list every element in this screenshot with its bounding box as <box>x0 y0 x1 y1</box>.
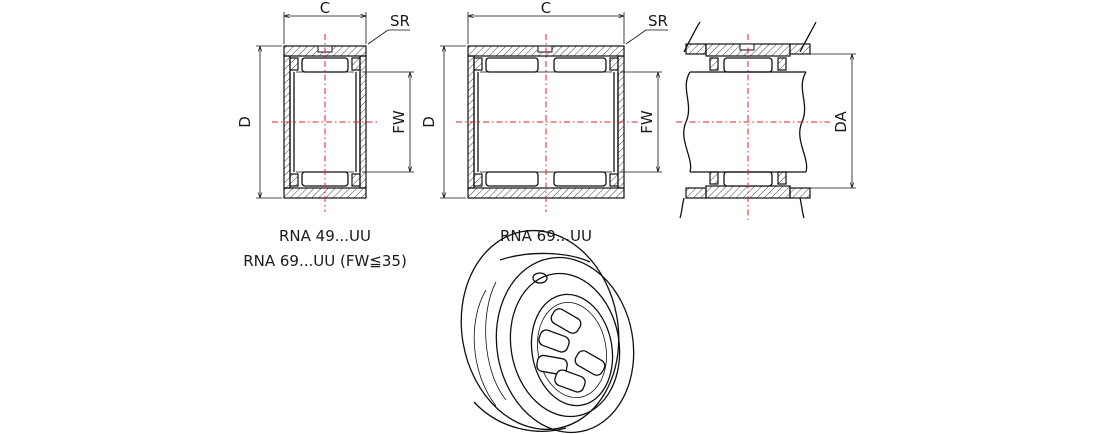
roller-bottom-left <box>485 171 539 187</box>
caption-left-line1: RNA 49...UU <box>279 227 371 245</box>
outer-ring-front <box>495 256 635 434</box>
roller-top-right <box>553 57 607 73</box>
roller-bottom-right <box>553 171 607 187</box>
dim-fw-label-mid: FW <box>638 110 656 134</box>
middle-section-view: C SR D FW <box>420 0 668 212</box>
oil-hole <box>532 272 548 284</box>
roller-set <box>536 308 606 393</box>
dim-d-label: D <box>236 116 254 128</box>
bore <box>530 293 614 407</box>
caption-middle: RNA 69...UU <box>500 227 592 245</box>
outer-ring-inner-edge <box>509 272 621 418</box>
caption-left-line2: RNA 69...UU (FW≦35) <box>243 252 407 270</box>
outer-ring-back <box>460 229 620 431</box>
isometric-bearing-view <box>460 229 635 434</box>
dim-c-label: C <box>320 0 330 17</box>
dim-sr-label: SR <box>390 12 410 30</box>
seal-top-left <box>289 57 299 71</box>
dim-d-label-mid: D <box>420 116 438 128</box>
dim-c-label-mid: C <box>541 0 551 17</box>
dim-fw-label: FW <box>390 110 408 134</box>
dim-sr-label-mid: SR <box>648 12 668 30</box>
right-mounted-view: DA <box>676 21 856 222</box>
left-section-view: C SR D FW <box>236 0 414 212</box>
dim-da-label: DA <box>832 110 850 132</box>
roller-top-left <box>485 57 539 73</box>
